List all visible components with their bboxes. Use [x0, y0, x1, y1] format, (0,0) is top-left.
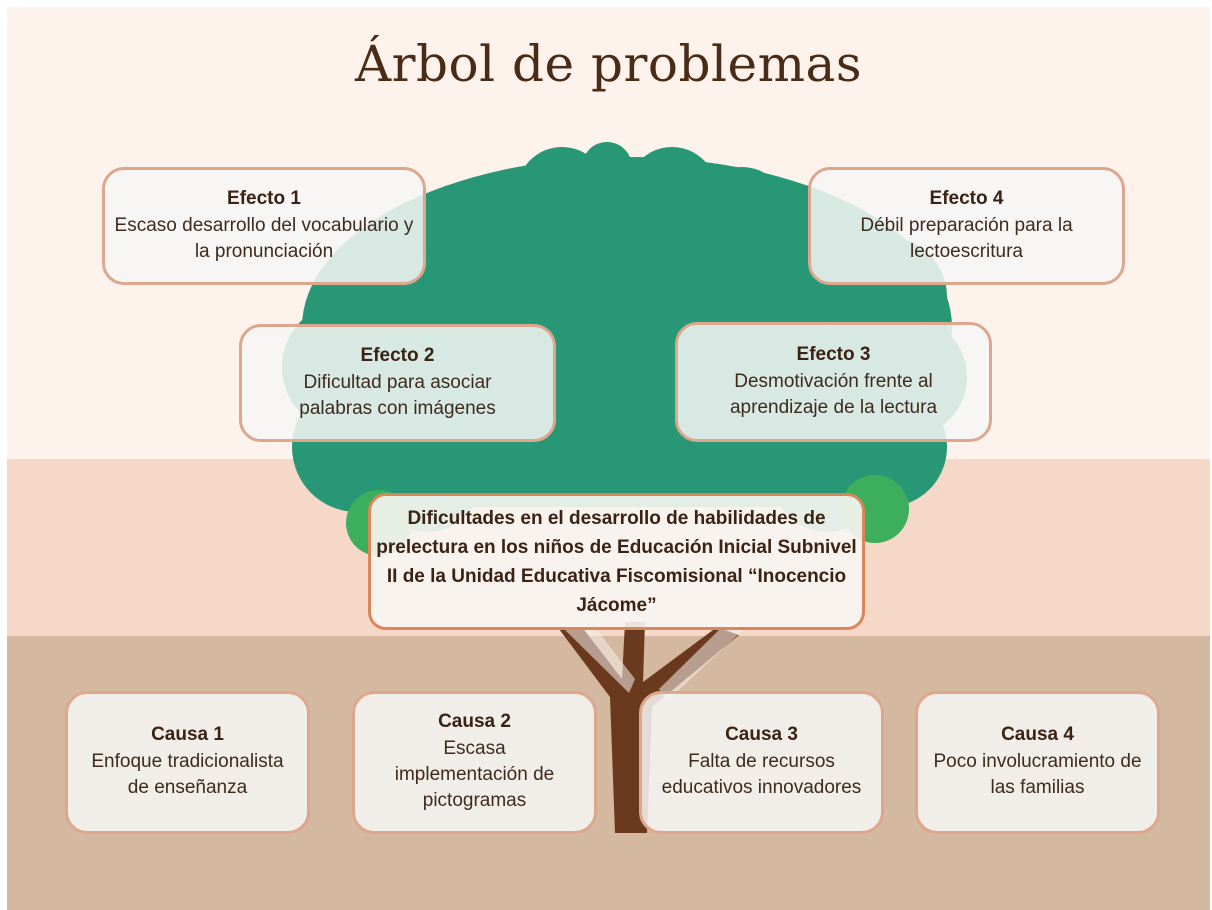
- cause-1-text: Enfoque tradicionalista de enseñanza: [91, 751, 284, 798]
- effect-4-text: Débil preparación para la lectoescritura: [860, 214, 1073, 262]
- cause-1-label: Causa 1: [151, 724, 224, 745]
- effect-1-box: Efecto 1 Escaso desarrollo del vocabular…: [102, 167, 426, 285]
- cause-1-box: Causa 1 Enfoque tradicionalista de enseñ…: [65, 691, 310, 834]
- effect-1-label: Efecto 1: [227, 187, 301, 209]
- central-problem-text: Dificultades en el desarrollo de habilid…: [376, 507, 857, 616]
- cause-4-text: Poco involucramiento de las familias: [933, 751, 1142, 798]
- effect-2-text: Dificultad para asociar palabras con imá…: [299, 371, 496, 419]
- cause-3-box: Causa 3 Falta de recursos educativos inn…: [639, 691, 884, 834]
- effect-3-text: Desmotivación frente al aprendizaje de l…: [729, 370, 938, 418]
- tree-branch-highlights: [565, 630, 743, 701]
- cause-2-label: Causa 2: [438, 711, 511, 732]
- effect-4-label: Efecto 4: [929, 187, 1004, 209]
- cause-2-text: Escasa implementación de pictogramas: [394, 738, 555, 811]
- cause-2-box: Causa 2 Escasa implementación de pictogr…: [352, 691, 597, 834]
- diagram-title: Árbol de problemas: [355, 35, 862, 93]
- effect-3-label: Efecto 3: [796, 343, 871, 365]
- effect-3-box: Efecto 3 Desmotivación frente al aprendi…: [675, 322, 992, 442]
- effect-4-box: Efecto 4 Débil preparación para la lecto…: [808, 167, 1125, 285]
- effect-1-text: Escaso desarrollo del vocabulario y la p…: [114, 214, 414, 262]
- central-problem-box: Dificultades en el desarrollo de habilid…: [368, 493, 865, 630]
- cause-4-box: Causa 4 Poco involucramiento de las fami…: [915, 691, 1160, 834]
- effect-2-box: Efecto 2 Dificultad para asociar palabra…: [239, 324, 556, 442]
- cause-3-text: Falta de recursos educativos innovadores: [661, 751, 862, 798]
- diagram-canvas: Árbol de problemas Efecto 1 Escaso desar…: [7, 7, 1210, 910]
- cause-3-label: Causa 3: [725, 724, 798, 745]
- effect-2-label: Efecto 2: [360, 344, 435, 366]
- cause-4-label: Causa 4: [1001, 724, 1074, 745]
